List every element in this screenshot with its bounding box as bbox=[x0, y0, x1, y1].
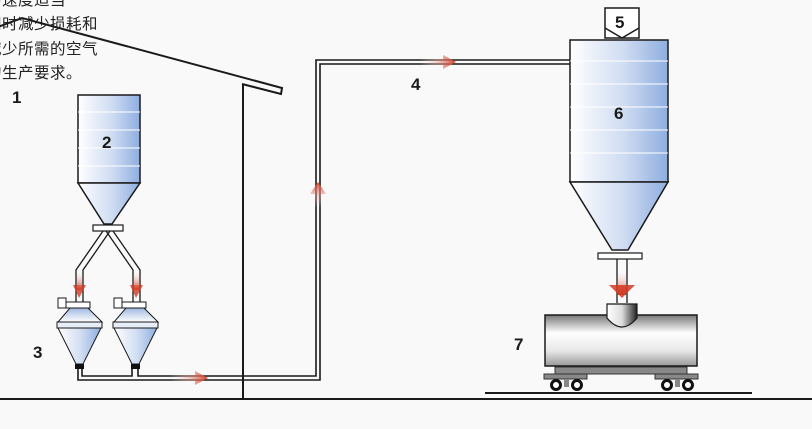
conveying-pipe bbox=[77, 59, 572, 381]
label-3: 3 bbox=[33, 343, 42, 362]
label-2: 2 bbox=[102, 133, 111, 152]
caption-line-2: 减少所需的空气 bbox=[0, 40, 99, 58]
label-5: 5 bbox=[615, 13, 624, 32]
label-1: 1 bbox=[12, 88, 21, 107]
caption-line-0: 的速度适当 bbox=[0, 0, 67, 9]
label-7: 7 bbox=[514, 335, 523, 354]
flow-arrow-right-bottom bbox=[170, 371, 208, 385]
label-4: 4 bbox=[411, 75, 421, 94]
building-outline bbox=[0, 16, 284, 398]
flow-arrow-right-top bbox=[420, 55, 456, 69]
flow-arrow-up bbox=[310, 182, 326, 208]
caption-line-3: 的生产要求。 bbox=[0, 64, 83, 82]
pressure-vessel-right bbox=[112, 297, 160, 369]
tank-wagon-7 bbox=[543, 303, 699, 391]
label-6: 6 bbox=[614, 104, 623, 123]
pressure-vessel-left bbox=[56, 297, 104, 369]
receiving-silo-6 bbox=[568, 7, 670, 303]
storage-silo-2 bbox=[73, 94, 143, 302]
